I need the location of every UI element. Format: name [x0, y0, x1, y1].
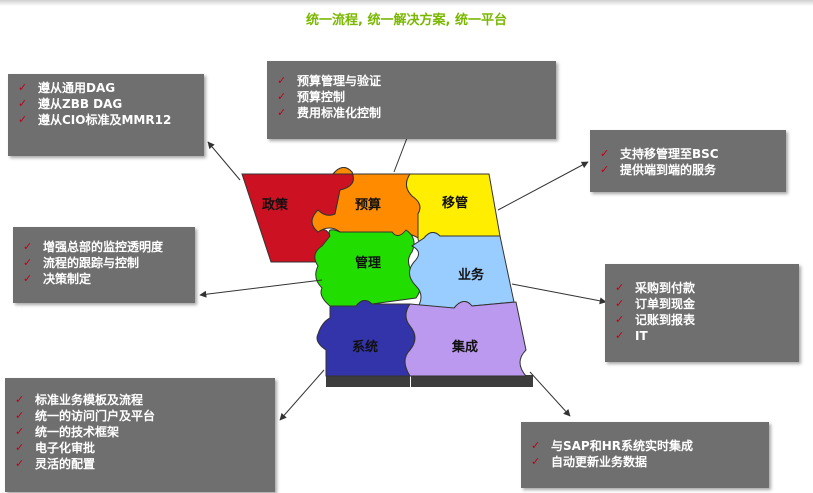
check-icon: ✓	[277, 90, 287, 103]
box-integration: ✓与SAP和HR系统实时集成 ✓自动更新业务数据	[521, 422, 769, 488]
check-icon: ✓	[600, 163, 610, 176]
list-item: ✓标准业务模板及流程	[15, 393, 144, 407]
top-shadow-bar	[0, 0, 813, 6]
check-icon: ✓	[15, 441, 25, 454]
list-item: ✓订单到现金	[615, 297, 696, 311]
list-item: ✓增强总部的监控透明度	[23, 240, 164, 254]
check-icon: ✓	[23, 272, 33, 285]
label-budget: 预算	[355, 198, 382, 213]
check-icon: ✓	[15, 425, 25, 438]
list-item: ✓IT	[615, 329, 648, 343]
base-plate-left	[326, 375, 410, 387]
list-item: ✓电子化审批	[15, 441, 96, 455]
check-icon: ✓	[277, 74, 287, 87]
box-mobile: ✓支持移管理至BSC ✓提供端到端的服务	[590, 130, 786, 192]
list-item: ✓预算管理与验证	[277, 74, 382, 88]
list-item: ✓遵从通用DAG	[18, 81, 116, 95]
arrow-manage	[199, 279, 323, 298]
check-icon: ✓	[600, 147, 610, 160]
box-budget: ✓预算管理与验证 ✓预算控制 ✓费用标准化控制	[267, 61, 556, 139]
list-item: ✓记账到报表	[615, 313, 696, 327]
base-plate-right	[411, 375, 533, 387]
label-integration: 集成	[452, 340, 479, 355]
arrow-mobile	[497, 161, 589, 211]
label-business: 业务	[458, 268, 485, 283]
check-icon: ✓	[15, 409, 25, 422]
check-icon: ✓	[615, 313, 625, 326]
list-item: ✓提供端到端的服务	[600, 163, 717, 177]
list-item: ✓费用标准化控制	[277, 106, 382, 120]
arrow-integration	[529, 371, 571, 417]
puzzle-piece-business	[409, 232, 515, 311]
arrow-policy	[207, 141, 241, 181]
check-icon: ✓	[15, 393, 25, 406]
check-icon: ✓	[615, 297, 625, 310]
box-system: ✓标准业务模板及流程 ✓统一的访问门户及平台 ✓统一的技术框架 ✓电子化审批 ✓…	[5, 378, 275, 492]
check-icon: ✓	[18, 97, 28, 110]
list-item: ✓遵从ZBB DAG	[18, 97, 123, 111]
list-item: ✓采购到付款	[615, 281, 696, 295]
check-icon: ✓	[23, 256, 33, 269]
list-item: ✓灵活的配置	[15, 457, 96, 471]
check-icon: ✓	[18, 113, 28, 126]
arrow-system	[279, 369, 325, 421]
label-manage: 管理	[355, 256, 382, 271]
check-icon: ✓	[23, 240, 33, 253]
check-icon: ✓	[615, 329, 625, 342]
label-system: 系统	[352, 340, 379, 355]
check-icon: ✓	[18, 81, 28, 94]
check-icon: ✓	[531, 455, 541, 468]
list-item: ✓支持移管理至BSC	[600, 147, 719, 161]
list-item: ✓与SAP和HR系统实时集成	[531, 439, 694, 453]
arrow-business	[511, 283, 607, 305]
list-item: ✓统一的技术框架	[15, 425, 120, 439]
check-icon: ✓	[615, 281, 625, 294]
check-icon: ✓	[531, 439, 541, 452]
arrow-budget	[393, 137, 408, 173]
check-icon: ✓	[15, 457, 25, 470]
page-title: 统一流程, 统一解决方案, 统一平台	[306, 13, 507, 28]
list-item: ✓自动更新业务数据	[531, 455, 648, 469]
list-item: ✓遵从CIO标准及MMR12	[18, 113, 172, 127]
box-policy: ✓遵从通用DAG ✓遵从ZBB DAG ✓遵从CIO标准及MMR12	[8, 74, 204, 156]
puzzle-piece-integration	[404, 301, 528, 377]
list-item: ✓预算控制	[277, 90, 346, 104]
label-policy: 政策	[262, 198, 289, 213]
box-business: ✓采购到付款 ✓订单到现金 ✓记账到报表 ✓IT	[605, 264, 799, 362]
check-icon: ✓	[277, 106, 287, 119]
box-manage: ✓增强总部的监控透明度 ✓流程的跟踪与控制 ✓决策制定	[13, 227, 195, 303]
list-item: ✓统一的访问门户及平台	[15, 409, 156, 423]
list-item: ✓决策制定	[23, 272, 92, 286]
label-mobile: 移管	[442, 196, 469, 211]
list-item: ✓流程的跟踪与控制	[23, 256, 140, 270]
